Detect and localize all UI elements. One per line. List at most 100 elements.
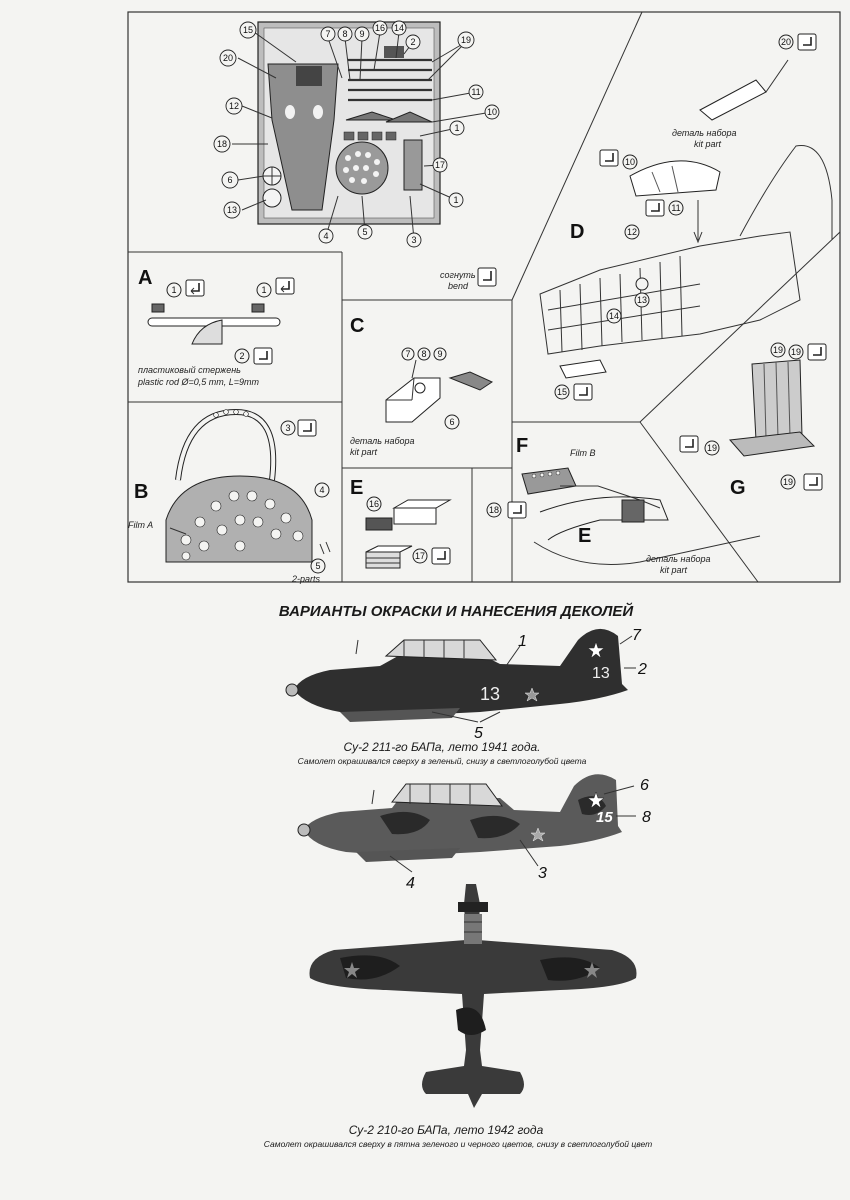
scheme2-side-profile: 15 6 8 4 3 [297,774,651,892]
section-label-f: F [516,435,528,457]
svg-text:19: 19 [783,477,793,487]
fret-callout: 1 [454,123,459,133]
section-label-a: A [138,267,152,289]
bend-label-ru: согнуть [440,270,476,280]
red-star-icon [587,791,605,809]
kit-part-label-en: kit part [350,447,378,457]
svg-text:18: 18 [489,505,499,515]
scheme2-top-view [309,884,637,1108]
svg-text:8: 8 [421,349,426,359]
bend-icon [599,149,619,167]
fret-callout: 3 [411,235,416,245]
fret-callout: 18 [217,139,227,149]
svg-text:15: 15 [557,387,567,397]
red-star-icon [344,962,360,978]
section-a: A 1 1 2 пластиковый стержень plastic rod… [137,267,295,387]
svg-text:13: 13 [637,295,647,305]
fret-callout: 9 [359,29,364,39]
film-a-label: Film A [128,520,153,530]
section-e: E 16 17 [350,477,452,569]
film-b-label: Film B [570,448,596,458]
fret-callout: 19 [461,35,471,45]
fret-callout: 6 [227,175,232,185]
red-star-icon [587,641,605,659]
scheme1-callout: 7 [632,627,642,644]
bend-icon [507,501,527,519]
svg-text:7: 7 [405,349,410,359]
svg-text:14: 14 [609,311,619,321]
svg-text:1: 1 [171,285,176,295]
section-label-d: D [570,221,584,243]
plastic-rod-label-ru: пластиковый стержень [138,365,241,375]
fret-callout: 10 [487,107,497,117]
fret-callout: 1 [453,195,458,205]
kit-part-label-en: kit part [694,139,722,149]
red-star-icon [584,962,600,978]
bend-icon [679,435,699,453]
svg-text:17: 17 [415,551,425,561]
scheme2-caption: Су-2 210-го БАПа, лето 1942 года [349,1123,544,1137]
svg-text:6: 6 [449,417,454,427]
panel-borders [127,11,841,583]
fret-callout: 12 [229,101,239,111]
red-star-icon [530,827,546,842]
fret-callout: 11 [471,87,480,97]
fret-callout: 4 [323,231,328,241]
fret-callout: 7 [325,29,330,39]
svg-text:19: 19 [773,345,783,355]
bend-icon [297,419,317,437]
bend-icon [807,343,827,361]
bend-icon [477,267,497,287]
two-parts-label: 2-parts [291,574,321,584]
section-g: G 19 19 19 19 [679,342,827,499]
photo-etch-fret [257,21,441,225]
fret-callout: 20 [223,53,233,63]
scheme2-callout: 4 [406,875,415,892]
svg-text:3: 3 [285,423,290,433]
red-star-icon [524,687,540,702]
svg-text:2: 2 [239,351,244,361]
scheme2-callout: 3 [538,865,547,882]
section-label-b: B [134,481,148,503]
bend-icon [431,547,451,565]
scheme2-callout: 8 [642,809,651,826]
section-label-g: G [730,477,746,499]
kit-part-label-ru: деталь набора [350,436,415,446]
svg-text:20: 20 [781,37,791,47]
bend-label-en: bend [448,281,469,291]
scheme1-callout: 2 [637,661,647,678]
bend-icon [185,277,295,365]
fret-callout: 13 [227,205,237,215]
fret-callout: 15 [243,25,253,35]
scheme1-tail-number: 13 [592,665,610,682]
bend-icon [573,383,593,401]
scheme1-callout: 1 [518,633,527,650]
section-label-c: C [350,315,364,337]
section-label-e-inset: E [578,525,591,547]
svg-text:19: 19 [791,347,801,357]
scheme1-callout: 5 [474,725,483,742]
scheme2-note: Самолет окрашивался сверху в пятна зелен… [264,1139,652,1149]
section-d: D 20 деталь набора kit part 10 11 12 13 … [440,33,833,401]
fret-callout: 14 [394,23,404,33]
fret-callout: 5 [362,227,367,237]
svg-text:5: 5 [315,561,320,571]
svg-text:11: 11 [671,203,680,213]
scheme1-fuselage-number: 13 [480,684,500,704]
svg-text:10: 10 [625,157,635,167]
kit-part-label-ru: деталь набора [646,554,711,564]
fret-callout: 16 [375,23,385,33]
svg-text:1: 1 [261,285,266,295]
kit-part-label-en: kit part [660,565,688,575]
bend-icon [797,33,817,51]
section-f: F Film B E 18 деталь набора kit part [486,435,761,575]
fret-callout: 8 [342,29,347,39]
svg-text:16: 16 [369,499,379,509]
kit-part-label-ru: деталь набора [672,128,737,138]
fret-callouts: 15 20 12 18 6 13 7 8 9 16 14 2 19 11 10 … [213,20,500,248]
scheme1-caption: Су-2 211-го БАПа, лето 1941 года. [344,740,541,754]
scheme1-side-profile: 13 13 1 7 2 5 [285,627,647,742]
scheme2-callout: 6 [640,777,649,794]
scheme2-tail-number: 15 [596,809,613,826]
